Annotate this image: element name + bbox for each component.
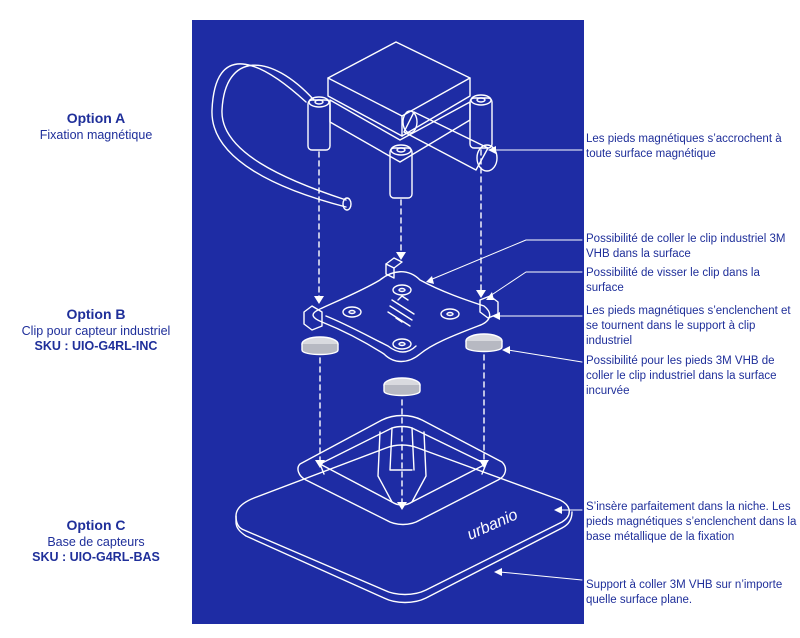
note-magnetic-rotate: Les pieds magnétiques s’enclenchent et s… (586, 305, 791, 347)
callout-lines (429, 149, 583, 581)
note-flat-surface: Support à coller 3M VHB sur n’importe qu… (586, 579, 783, 606)
callout-arrowheads (426, 146, 562, 576)
base-logo: urbanio (465, 506, 521, 543)
note-clip-screw: Possibilité de visser le clip dans la su… (586, 267, 760, 294)
note-curved-surface: Possibilité pour les pieds 3M VHB de col… (586, 355, 777, 397)
assembly-guides (318, 149, 485, 505)
note-niche-fit: S’insère parfaitement dans la niche. Les… (586, 501, 797, 543)
option-a-label: Option A Fixation magnétique (0, 110, 192, 143)
option-a-title: Option A (66, 110, 126, 126)
option-c-label: Option C Base de capteurs SKU : UIO-G4RL… (0, 517, 192, 565)
option-b-label: Option B Clip pour capteur industriel SK… (0, 306, 192, 354)
vhb-pads (301, 333, 503, 397)
option-c-sku: SKU : UIO-G4RL-BAS (32, 550, 160, 564)
guide-arrowheads (314, 252, 489, 510)
option-b-sku: SKU : UIO-G4RL-INC (34, 339, 158, 353)
sensor-housing (307, 41, 498, 199)
option-c-title: Option C (66, 517, 126, 533)
option-a-subtitle: Fixation magnétique (39, 128, 153, 142)
industrial-clip (303, 257, 499, 363)
option-b-title: Option B (66, 306, 126, 322)
note-clip-glue: Possibilité de coller le clip industriel… (586, 233, 786, 260)
option-c-subtitle: Base de capteurs (47, 535, 145, 549)
sensor-cable (211, 63, 352, 211)
sensor-base (235, 414, 573, 604)
blueprint-panel (192, 20, 584, 624)
note-magnetic-feet: Les pieds magnétiques s’accrochent à tou… (586, 133, 782, 160)
option-b-subtitle: Clip pour capteur industriel (21, 324, 171, 338)
